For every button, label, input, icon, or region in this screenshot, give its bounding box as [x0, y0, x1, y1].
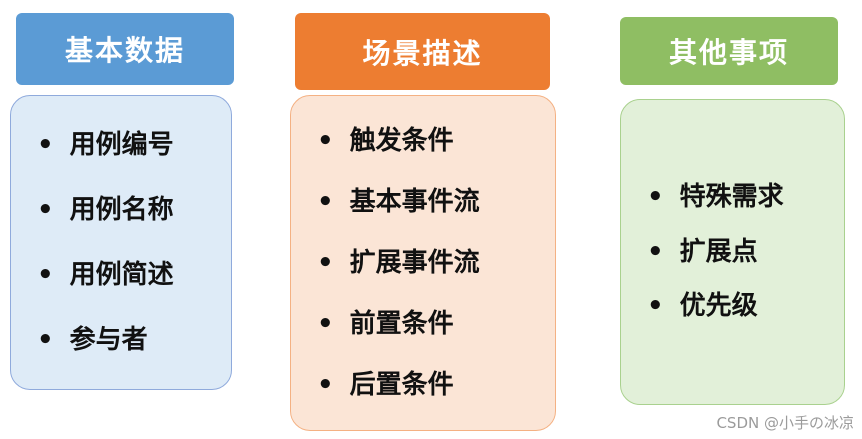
list-item: 前置条件	[291, 308, 555, 341]
list-item: 扩展事件流	[291, 247, 555, 280]
column-body-scenario-description: 触发条件 基本事件流 扩展事件流 前置条件 后置条件	[290, 95, 556, 431]
watermark: CSDN @小手の冰凉	[716, 414, 854, 432]
list-item: 参与者	[11, 324, 231, 357]
list-item: 特殊需求	[621, 181, 844, 214]
list-item: 用例编号	[11, 129, 231, 162]
item-list-other-items: 特殊需求 扩展点 优先级	[621, 100, 844, 404]
item-list-basic-data: 用例编号 用例名称 用例简述 参与者	[11, 96, 231, 389]
column-body-other-items: 特殊需求 扩展点 优先级	[620, 99, 845, 405]
list-item: 后置条件	[291, 369, 555, 402]
list-item: 基本事件流	[291, 186, 555, 219]
column-body-basic-data: 用例编号 用例名称 用例简述 参与者	[10, 95, 232, 390]
list-item: 用例名称	[11, 194, 231, 227]
list-item: 用例简述	[11, 259, 231, 292]
item-list-scenario-description: 触发条件 基本事件流 扩展事件流 前置条件 后置条件	[291, 96, 555, 430]
column-header-other-items: 其他事项	[620, 17, 838, 85]
column-header-basic-data: 基本数据	[16, 13, 234, 85]
column-header-scenario-description: 场景描述	[295, 13, 550, 90]
list-item: 优先级	[621, 290, 844, 323]
list-item: 扩展点	[621, 236, 844, 269]
list-item: 触发条件	[291, 125, 555, 158]
